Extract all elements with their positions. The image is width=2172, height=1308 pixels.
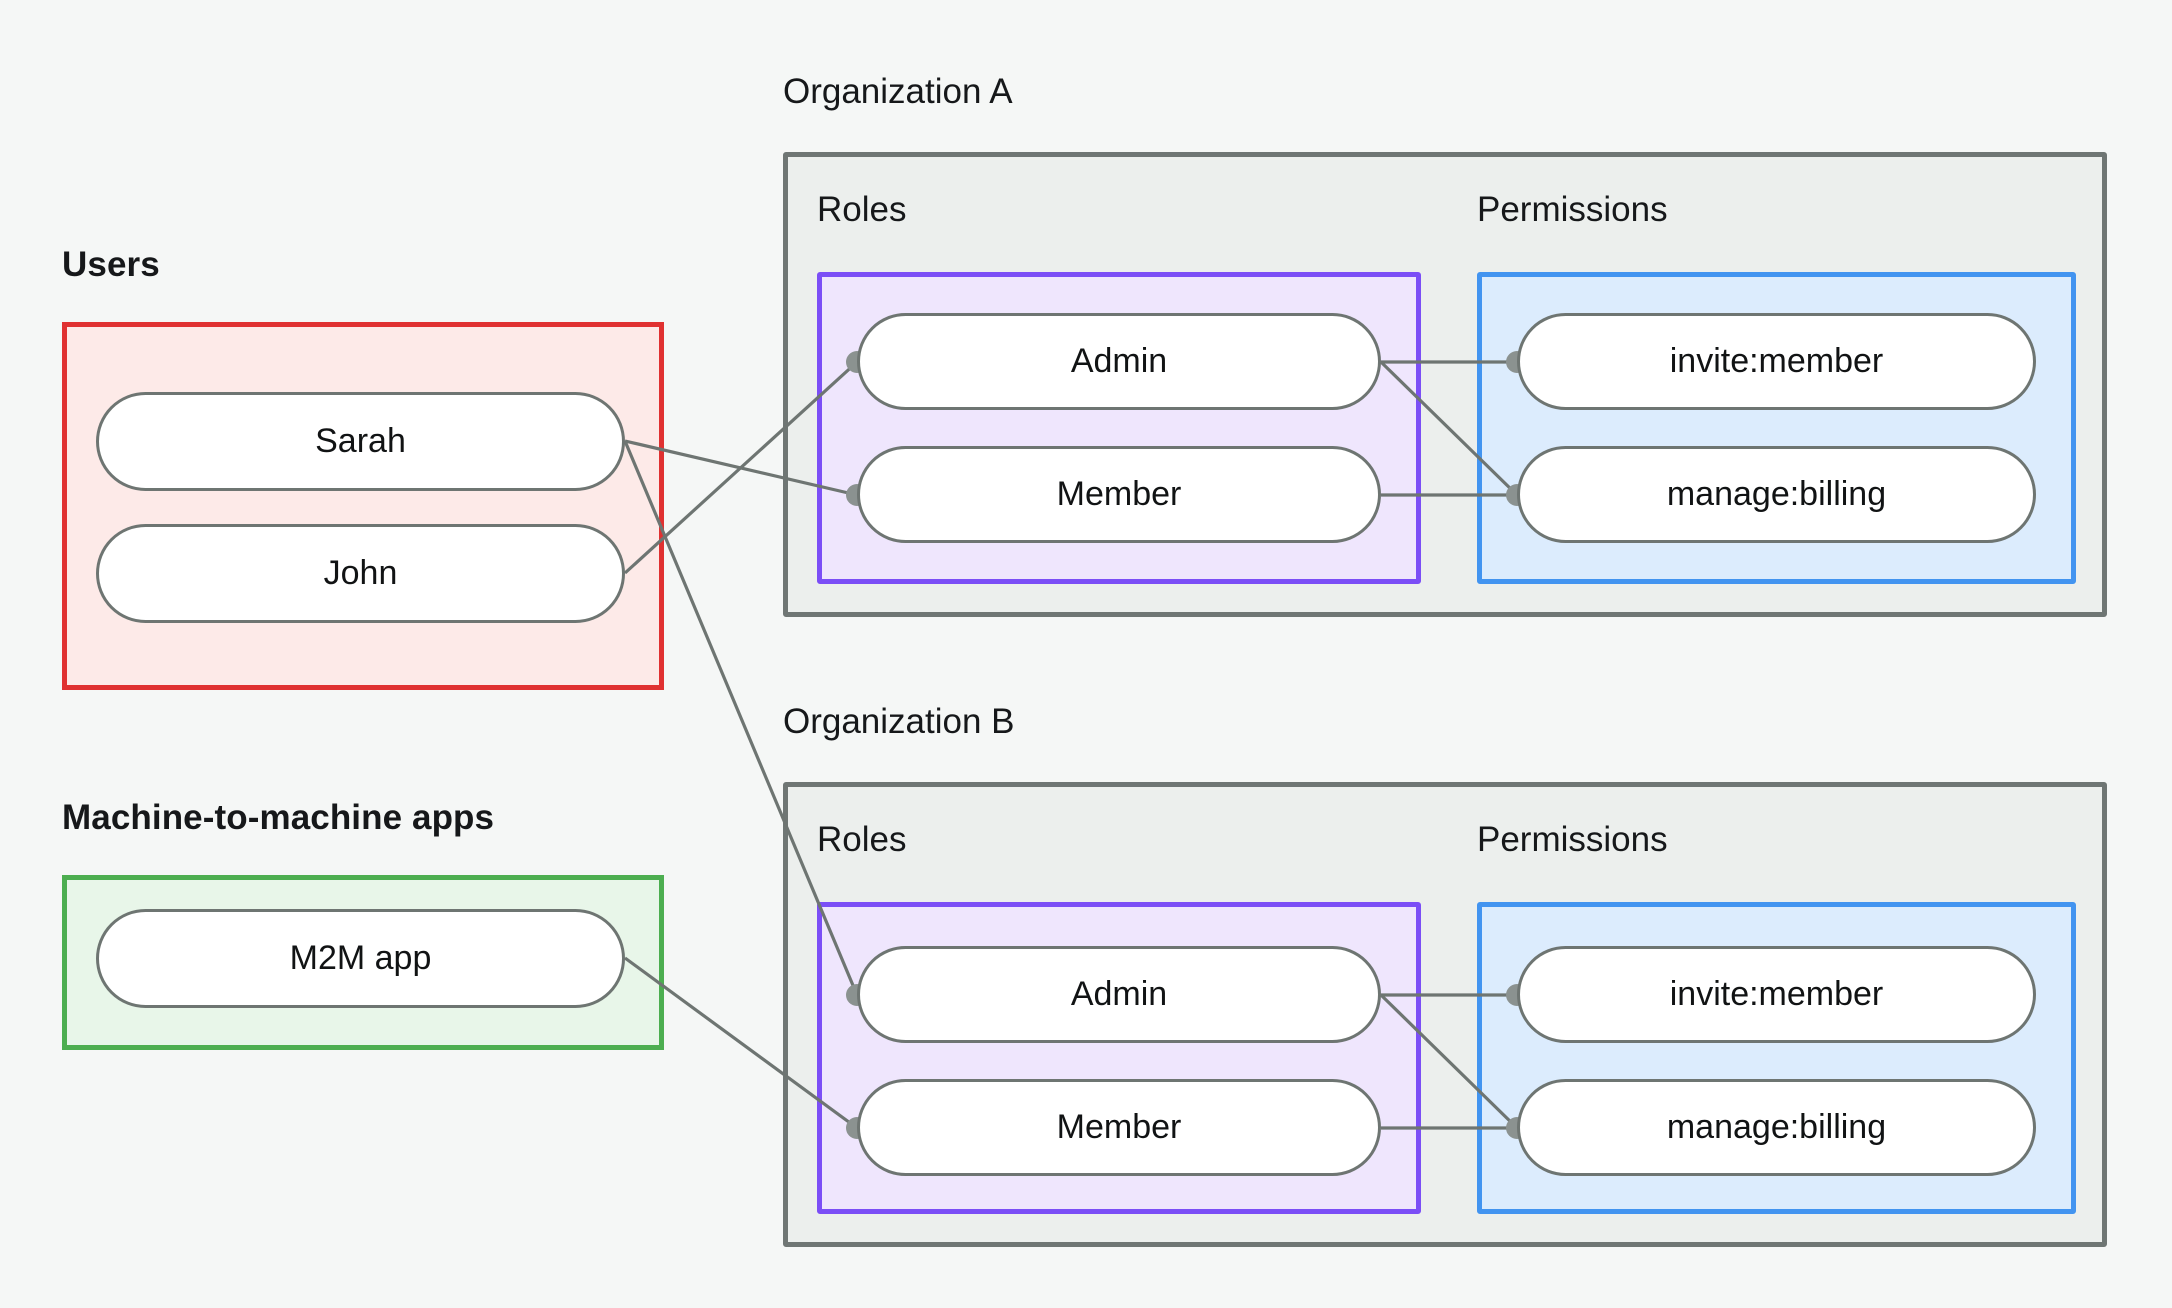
node-user-sarah[interactable]: Sarah [96, 392, 625, 491]
organization-a-permissions-title: Permissions [1477, 190, 1668, 229]
node-orgA-role-admin[interactable]: Admin [857, 313, 1381, 410]
m2m-group-label: Machine-to-machine apps [62, 798, 495, 837]
organization-a-roles-title: Roles [817, 190, 907, 229]
node-orgA-role-member[interactable]: Member [857, 446, 1381, 543]
node-orgB-role-member[interactable]: Member [857, 1079, 1381, 1176]
users-group-label: Users [62, 245, 160, 284]
organization-b-label: Organization B [783, 702, 1015, 741]
node-user-john[interactable]: John [96, 524, 625, 623]
organization-a-label: Organization A [783, 72, 1013, 111]
node-orgB-permission-manage-billing[interactable]: manage:billing [1517, 1079, 2036, 1176]
users-group-box [62, 322, 664, 690]
organization-b-roles-title: Roles [817, 820, 907, 859]
organization-b-permissions-title: Permissions [1477, 820, 1668, 859]
node-m2m-app[interactable]: M2M app [96, 909, 625, 1008]
node-orgA-permission-manage-billing[interactable]: manage:billing [1517, 446, 2036, 543]
node-orgA-permission-invite-member[interactable]: invite:member [1517, 313, 2036, 410]
node-orgB-role-admin[interactable]: Admin [857, 946, 1381, 1043]
node-orgB-permission-invite-member[interactable]: invite:member [1517, 946, 2036, 1043]
